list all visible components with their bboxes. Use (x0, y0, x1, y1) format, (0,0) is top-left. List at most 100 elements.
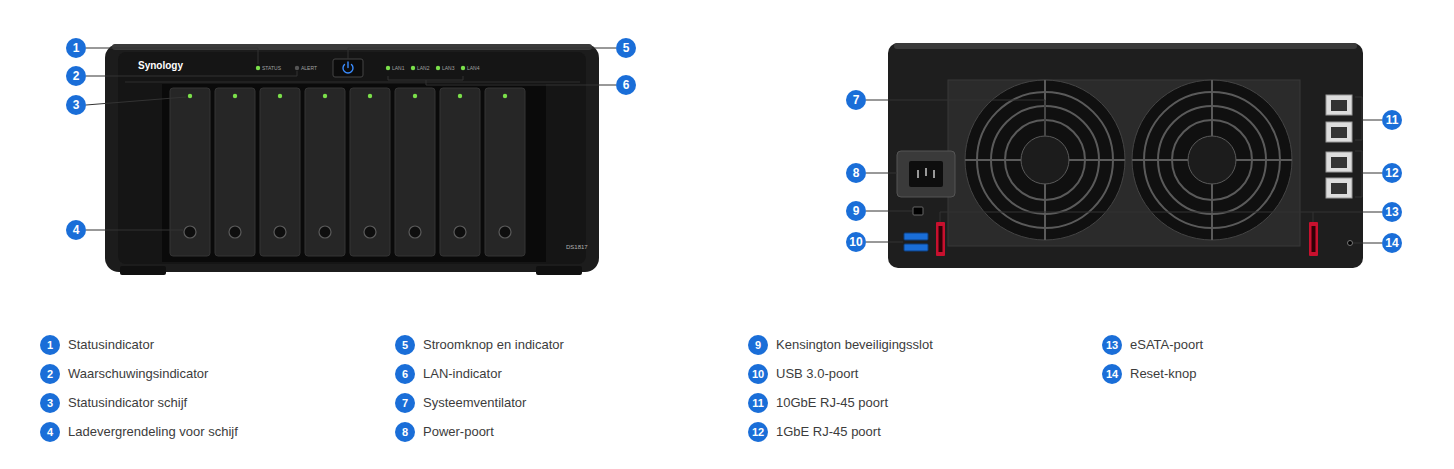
drive-trays (170, 88, 525, 256)
panel-seam (125, 82, 580, 83)
tray-locks (184, 226, 511, 238)
model-label: DS1817 (566, 244, 588, 250)
callout-number: 6 (395, 364, 415, 384)
legend-entry: 4Ladevergrendeling voor schijf (40, 422, 238, 442)
status-led (256, 66, 260, 70)
reset-hole (1348, 241, 1353, 246)
callout-number: 9 (748, 335, 768, 355)
legend-entry: 2Waarschuwingsindicator (40, 364, 208, 384)
lan-leds (386, 66, 465, 70)
leader-line (86, 97, 186, 105)
drive-tray (305, 88, 345, 256)
callout-number: 2 (40, 364, 60, 384)
drive-led (323, 94, 327, 98)
power-socket (909, 161, 943, 187)
part-description: Kensington beveiligingsslot (776, 337, 933, 353)
foot (536, 266, 582, 275)
socket-pins (918, 168, 934, 178)
callout-number: 7 (853, 94, 860, 106)
led-label: LAN3 (442, 66, 455, 71)
callout-number: 4 (66, 220, 86, 240)
usb-port (904, 233, 928, 240)
top-bevel (894, 43, 1357, 49)
drive-leds (188, 94, 507, 98)
fan-panel (948, 80, 1300, 246)
nas-back (888, 43, 1363, 268)
part-description: Reset-knop (1130, 366, 1196, 382)
led-label: STATUS (262, 66, 281, 71)
drive-tray (260, 88, 300, 256)
fan-hub (1021, 136, 1069, 184)
drive-tray (440, 88, 480, 256)
lan-led (386, 66, 390, 70)
callout-number: 5 (623, 42, 630, 54)
drive-tray (395, 88, 435, 256)
rj45-port (1326, 178, 1352, 198)
tray-lock (184, 226, 196, 238)
callout-number: 6 (616, 75, 636, 95)
drive-led (188, 94, 192, 98)
callout-number: 8 (846, 163, 866, 183)
drive-tray (485, 88, 525, 256)
leader-line (388, 76, 616, 85)
fan-spokes (1132, 80, 1292, 240)
callout-number: 6 (623, 79, 630, 91)
callout-number: 5 (616, 38, 636, 58)
legend-entry: 1110GbE RJ-45 poort (748, 393, 888, 413)
rj45-socket (1331, 127, 1347, 138)
rj45-port (1326, 122, 1352, 142)
legend-entry: 9 Kensington beveiligingsslot (748, 335, 933, 355)
leader-line (86, 230, 183, 231)
legend-entry: 121GbE RJ-45 poort (748, 422, 881, 442)
rj45-port (1326, 152, 1352, 172)
part-description: Statusindicator schijf (68, 395, 187, 411)
fan-housing (1132, 80, 1292, 240)
callout-number: 8 (395, 422, 415, 442)
leader-line (1355, 151, 1382, 197)
brand-logo: Synology (138, 61, 183, 71)
callout-number: 1 (40, 335, 60, 355)
leader-line (1355, 97, 1382, 140)
lan-led (411, 66, 415, 70)
drive-led (233, 94, 237, 98)
callout-number: 10 (748, 364, 768, 384)
legend-entry: 6 LAN-indicator (395, 364, 502, 384)
led-label: LAN4 (467, 66, 480, 71)
part-description: LAN-indicator (423, 366, 502, 382)
top-bevel (112, 44, 592, 50)
callout-number: 4 (73, 224, 80, 236)
esata-slot (1312, 226, 1316, 252)
callout-number: 11 (1382, 110, 1402, 130)
tray-lock (409, 226, 421, 238)
callout-number: 12 (1385, 167, 1398, 179)
legend-entry: 1Statusindicator (40, 335, 154, 355)
part-description: Ladevergrendeling voor schijf (68, 424, 238, 440)
rj45-port (1326, 95, 1352, 115)
legend-entry: 10 USB 3.0-poort (748, 364, 858, 384)
callout-number: 3 (66, 95, 86, 115)
drive-led (413, 94, 417, 98)
part-description: 10GbE RJ-45 poort (776, 395, 888, 411)
part-description: USB 3.0-poort (776, 366, 858, 382)
legend-entry: 8Power-poort (395, 422, 494, 442)
callout-number: 1 (73, 42, 80, 54)
legend-entry: 14Reset-knop (1102, 364, 1196, 384)
back-chassis (888, 43, 1363, 268)
leader-line (866, 100, 1045, 136)
rj45-socket (1331, 100, 1347, 111)
power-inlet (897, 151, 955, 197)
callout-number: 2 (73, 70, 80, 82)
part-description: eSATA-poort (1130, 337, 1203, 353)
callout-number: 14 (1382, 233, 1402, 253)
callout-number: 3 (73, 99, 80, 111)
led-label: LAN2 (417, 66, 430, 71)
drive-tray (350, 88, 390, 256)
part-description: Systeemventilator (423, 395, 526, 411)
lan-led (461, 66, 465, 70)
callout-number: 9 (853, 205, 860, 217)
usb-port (904, 244, 928, 251)
callout-number: 13 (1102, 335, 1122, 355)
callout-number: 3 (40, 393, 60, 413)
esata-slot (939, 226, 943, 252)
